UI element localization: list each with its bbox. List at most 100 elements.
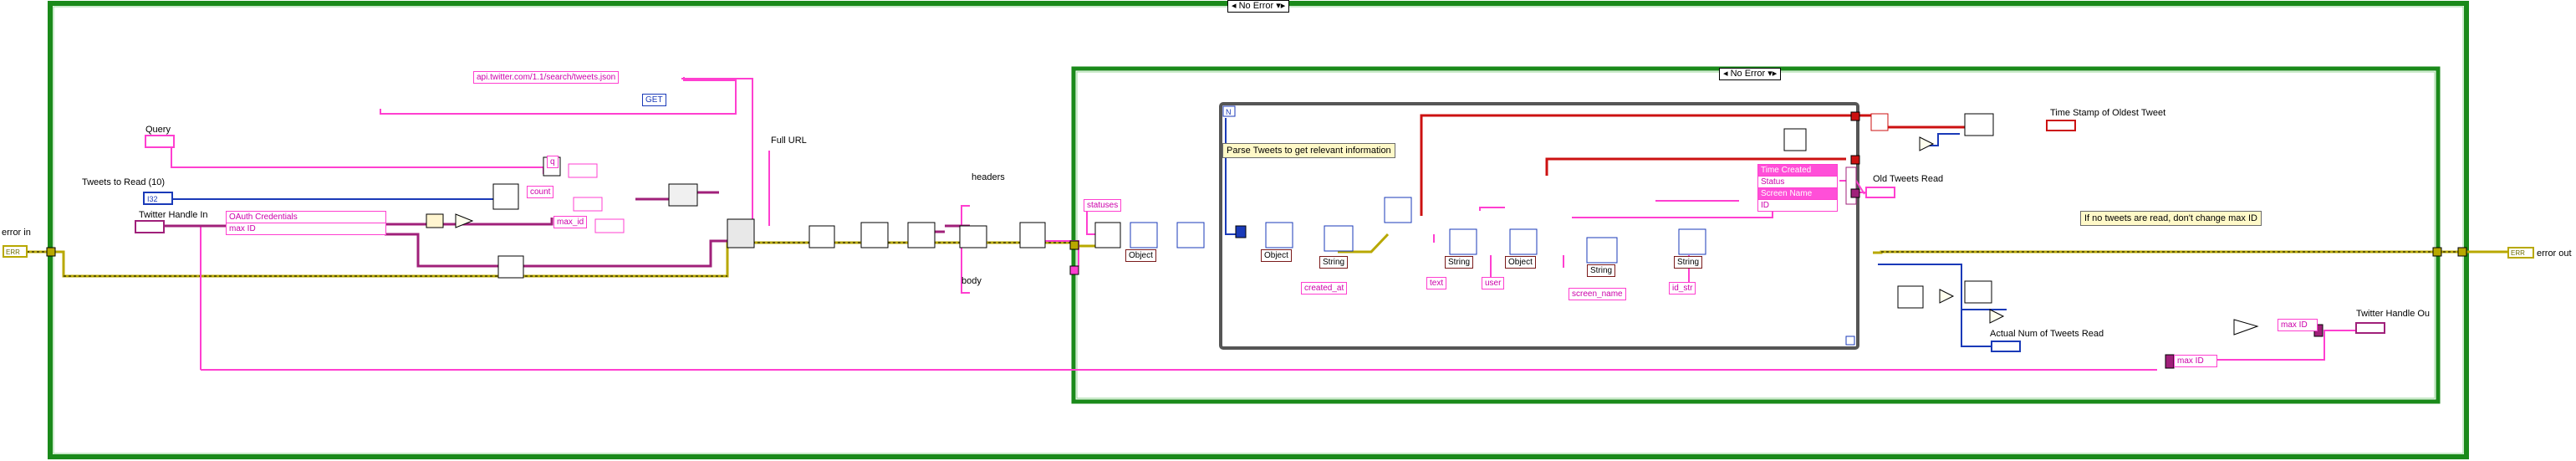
http-get-node[interactable]: [907, 222, 936, 248]
twitter-logo-node[interactable]: [1783, 128, 1807, 151]
twitter-api-node[interactable]: [1019, 222, 1046, 248]
inner-case-selector[interactable]: ◂ No Error ▾▸: [1719, 68, 1782, 80]
json-get-created[interactable]: [1324, 225, 1354, 252]
bundle-field-time-created: Time Created: [1758, 165, 1837, 177]
twitter-handle-out-label: Twitter Handle Ou: [2356, 309, 2431, 319]
json-get-screen-name[interactable]: [1586, 237, 1618, 264]
decrement-node[interactable]: [1919, 136, 1935, 151]
type-object-3[interactable]: Object: [1505, 256, 1536, 269]
loop-n-label: N: [1226, 108, 1232, 116]
twitter-ref-node[interactable]: [497, 255, 524, 279]
unbundle-maxid-item: max ID: [229, 224, 256, 233]
error-tunnel-inner-left: [1069, 240, 1079, 250]
user-constant[interactable]: user: [1482, 277, 1505, 289]
type-string-4[interactable]: String: [1674, 256, 1703, 269]
parse-comment: Parse Tweets to get relevant information: [1222, 143, 1395, 158]
outer-case-structure[interactable]: [48, 1, 2469, 459]
screen-name-constant[interactable]: screen_name: [1569, 288, 1626, 300]
outer-case-label: No Error: [1238, 1, 1274, 11]
json-get-node-1[interactable]: [1130, 222, 1158, 248]
type-object-2[interactable]: Object: [1261, 249, 1292, 262]
query-control[interactable]: [145, 135, 175, 148]
json-get-text[interactable]: [1449, 228, 1477, 255]
http-open-node[interactable]: [809, 225, 835, 248]
index-node-2[interactable]: [1964, 280, 1992, 304]
for-loop[interactable]: [1219, 102, 1859, 350]
inner-case-left-arrow[interactable]: ◂: [1723, 69, 1728, 79]
error-tunnel-outer-right: [2457, 247, 2467, 257]
oauth-sign-node[interactable]: [727, 218, 755, 248]
url-constant[interactable]: api.twitter.com/1.1/search/tweets.json: [473, 71, 620, 84]
array-size-node-2[interactable]: [1897, 285, 1924, 309]
greater-than-node[interactable]: [455, 213, 474, 228]
outer-case-dropdown-icon[interactable]: ▾▸: [1276, 1, 1286, 11]
svg-text:ERR: ERR: [6, 248, 20, 256]
json-to-date-node[interactable]: [1384, 197, 1412, 223]
wire-query: [171, 141, 544, 174]
error-in-label: error in: [2, 228, 31, 238]
concat-count-node[interactable]: [573, 197, 603, 212]
http-header-node[interactable]: [860, 222, 889, 248]
type-string-1[interactable]: String: [1319, 256, 1349, 269]
time-stamp-indicator[interactable]: [2046, 120, 2076, 131]
bundle-node[interactable]: [1845, 166, 1857, 205]
inner-case-dropdown-icon[interactable]: ▾▸: [1767, 69, 1778, 79]
error-tunnel-outer-left: [46, 247, 56, 257]
tweets-to-read-label: Tweets to Read (10): [82, 177, 166, 187]
bundle-by-name-tweet[interactable]: Time Created Status Screen Name ID: [1757, 164, 1838, 212]
method-enum[interactable]: GET: [642, 94, 666, 106]
error-in-terminal[interactable]: ERR: [3, 245, 28, 258]
build-array-node[interactable]: [668, 183, 698, 207]
concat-q-node[interactable]: [568, 163, 598, 178]
count-constant[interactable]: count: [527, 186, 554, 198]
type-string-2[interactable]: String: [1445, 256, 1474, 269]
json-get-id[interactable]: [1678, 228, 1706, 255]
full-url-label: Full URL: [771, 136, 807, 146]
equal-zero-node[interactable]: [1939, 289, 1955, 304]
compare-node[interactable]: [1989, 309, 2005, 324]
array-index-node[interactable]: [1235, 225, 1247, 238]
unbundle-bottom[interactable]: max ID: [2174, 355, 2217, 367]
type-object-1[interactable]: Object: [1125, 249, 1156, 262]
to-string-node[interactable]: [492, 183, 519, 210]
created-at-constant[interactable]: created_at: [1301, 282, 1348, 295]
svg-text:ERR: ERR: [2511, 249, 2525, 257]
inner-case-label: No Error: [1730, 69, 1766, 79]
max-id-constant[interactable]: max_id: [553, 216, 588, 228]
max-id-comment: If no tweets are read, don't change max …: [2080, 211, 2262, 226]
statuses-constant[interactable]: statuses: [1084, 199, 1122, 212]
error-out-terminal[interactable]: ERR: [2507, 247, 2534, 259]
http-close-node[interactable]: [959, 225, 987, 248]
json-get-node-3[interactable]: [1265, 222, 1293, 248]
time-stamp-label: Time Stamp of Oldest Tweet: [2050, 108, 2166, 118]
id-str-constant[interactable]: id_str: [1669, 282, 1696, 295]
concat-maxid-node[interactable]: [594, 218, 625, 233]
string-tunnel-inner: [1069, 265, 1079, 275]
twitter-handle-in-control[interactable]: [135, 220, 165, 233]
type-string-3[interactable]: String: [1587, 264, 1616, 277]
bundle-bottom-maxid: max ID: [2281, 320, 2308, 330]
twitter-handle-out-indicator[interactable]: [2355, 322, 2385, 334]
json-get-node-2[interactable]: [1176, 222, 1205, 248]
obj-json-node[interactable]: [1094, 222, 1121, 248]
tweets-to-read-control[interactable]: [143, 192, 173, 205]
bundle-field-screen-name: Screen Name: [1758, 188, 1837, 200]
increment-node[interactable]: [426, 213, 444, 228]
index-oldest-node[interactable]: [1964, 113, 1994, 136]
array-size-node[interactable]: [1870, 113, 1889, 131]
wire-headers: [961, 205, 970, 231]
actual-num-indicator[interactable]: [1991, 341, 2021, 352]
json-get-user[interactable]: [1509, 228, 1538, 255]
select-node[interactable]: [2233, 319, 2259, 336]
outer-case-selector[interactable]: ◂ No Error ▾▸: [1227, 0, 1290, 13]
wire-body: [961, 231, 970, 294]
old-tweets-read-label: Old Tweets Read: [1873, 174, 1944, 184]
bundle-bottom[interactable]: max ID: [2278, 319, 2318, 331]
twitter-handle-in-label: Twitter Handle In: [139, 210, 208, 220]
unbundle-by-name-top[interactable]: OAuth Credentials max ID: [226, 211, 386, 235]
text-constant[interactable]: text: [1426, 277, 1447, 289]
q-constant[interactable]: q: [547, 156, 559, 168]
outer-case-left-arrow[interactable]: ◂: [1232, 1, 1237, 11]
svg-text:I32: I32: [147, 195, 158, 203]
old-tweets-read-indicator[interactable]: [1865, 187, 1895, 198]
